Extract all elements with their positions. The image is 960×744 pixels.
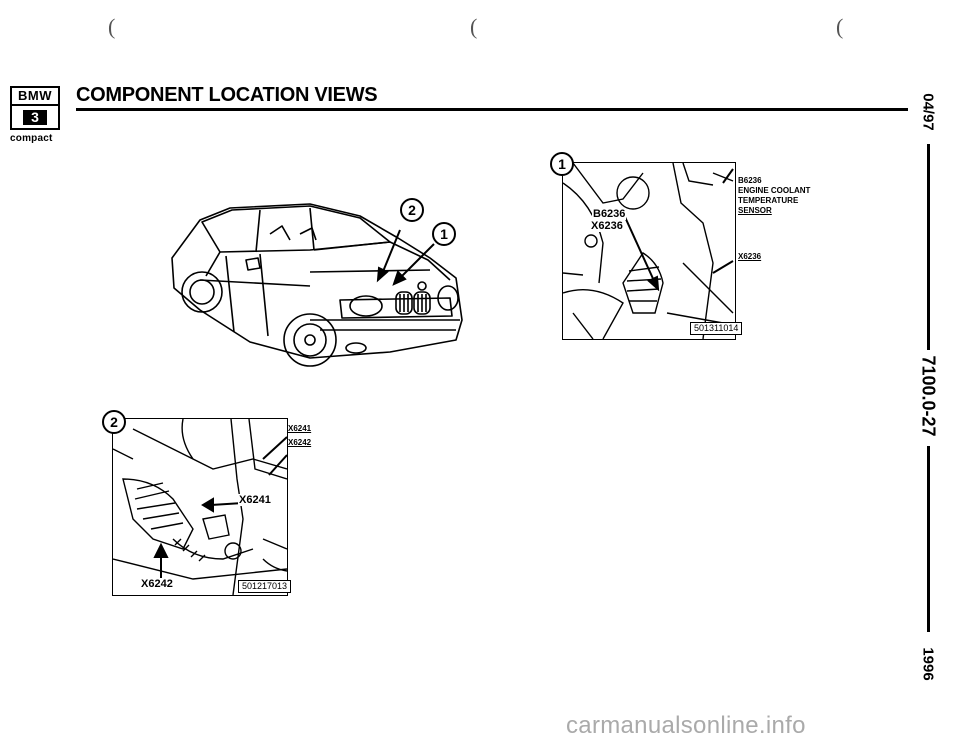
overview-callout-1: 1: [432, 222, 456, 246]
side-page-ref: 7100.0-27: [918, 355, 939, 437]
detail-1-image-code: 501311014: [690, 322, 743, 335]
overview-callout-2: 2: [400, 198, 424, 222]
logo-series: 3: [23, 109, 47, 125]
car-overview-illustration: 2 1: [160, 180, 480, 380]
detail-1-label-x6236: X6236: [590, 220, 624, 232]
side-line-2: [927, 446, 930, 632]
detail-1-frame: [562, 162, 736, 340]
watermark-text: carmanualsonline.info: [566, 712, 806, 739]
logo-variant: compact: [10, 133, 53, 144]
car-drawing: [171, 203, 463, 367]
detail-1-label-b6236: B6236: [592, 208, 627, 220]
detail-2-label-x6241: X6241: [238, 494, 272, 506]
page-title: COMPONENT LOCATION VIEWS: [76, 84, 378, 106]
detail-2-image-code: 501217013: [238, 580, 292, 593]
detail-1-number: 1: [550, 152, 574, 176]
side-margin: 04/97 7100.0-27 1996: [918, 80, 939, 720]
detail-1-illustration: B6236 X6236 501311014 1 B6236 ENGINE COO…: [540, 150, 840, 350]
scan-mark-right: (: [836, 14, 844, 39]
detail-1-callout-x6236: X6236: [738, 252, 762, 261]
detail-1-callout-desc-3: SENSOR: [738, 206, 772, 215]
side-date: 04/97: [919, 93, 937, 131]
detail-2-drawing: [113, 419, 287, 595]
title-rule: [76, 108, 908, 111]
bmw-3-compact-logo: BMW 3 compact: [10, 86, 62, 144]
detail-2-illustration: X6241 X6242 501217013 2 X6241 X6242: [100, 408, 340, 604]
scan-mark-left: (: [108, 14, 116, 39]
detail-2-callout-x6242: X6242: [288, 438, 312, 447]
detail-2-frame: [112, 418, 288, 596]
detail-1-callout-desc-1: ENGINE COOLANT: [738, 186, 811, 195]
detail-2-number: 2: [102, 410, 126, 434]
side-year: 1996: [919, 647, 937, 681]
detail-1-callout-code: B6236: [738, 176, 762, 185]
detail-2-label-x6242: X6242: [140, 578, 174, 590]
detail-1-drawing: [563, 163, 734, 339]
detail-2-callout-x6241: X6241: [288, 424, 312, 433]
scan-mark-center: (: [470, 14, 478, 39]
side-line-1: [927, 144, 930, 350]
detail-1-callout-desc-2: TEMPERATURE: [738, 196, 799, 205]
logo-brand: BMW: [12, 88, 58, 106]
